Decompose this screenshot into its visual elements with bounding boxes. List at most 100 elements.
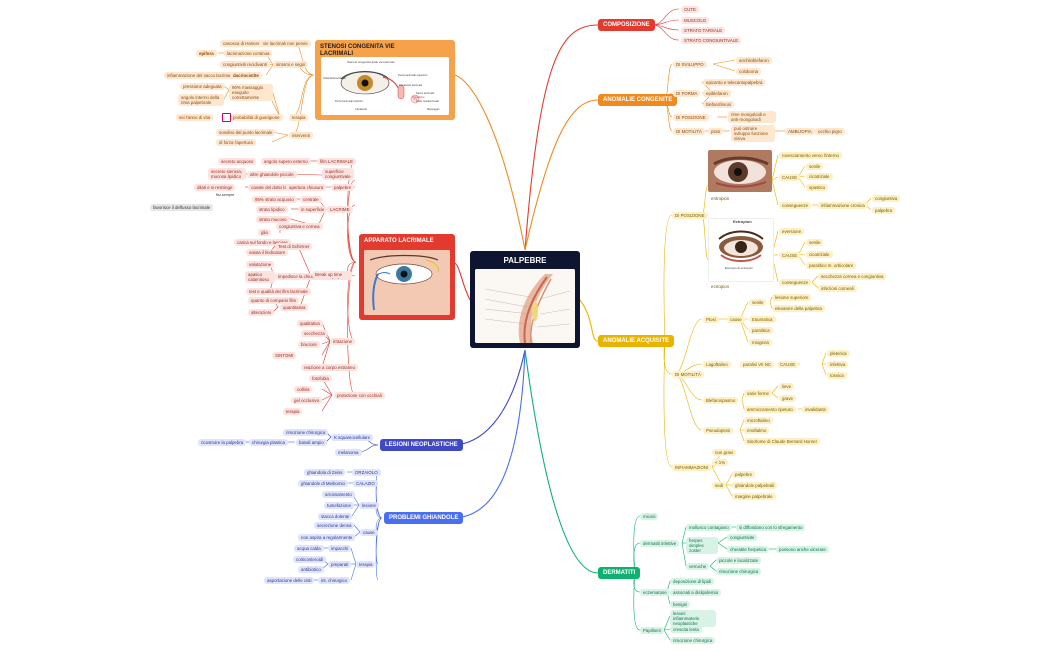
node[interactable]: arrossamento — [322, 491, 355, 499]
node[interactable]: DI POSIZIONE — [673, 114, 709, 122]
main-anomalie-congenite[interactable]: ANOMALIE CONGENITE — [598, 94, 678, 106]
node[interactable]: apertura chiusura — [286, 184, 327, 192]
node[interactable]: Ptosi — [703, 316, 719, 324]
node[interactable]: angolo interno della rima palpebrale — [178, 94, 224, 107]
node[interactable]: valutazione — [246, 261, 275, 269]
node[interactable]: int. chirurgico — [318, 577, 351, 585]
node[interactable]: < 1% — [712, 459, 729, 467]
node[interactable]: ptosi — [708, 128, 724, 136]
node[interactable]: interventi — [289, 132, 313, 140]
node[interactable]: senile — [806, 163, 824, 171]
node[interactable]: enoftalmo — [744, 427, 770, 435]
node[interactable]: tumefazione — [324, 502, 354, 510]
node[interactable]: asportazione delle cisti — [264, 577, 315, 585]
node[interactable]: elevatore della palpebra — [772, 305, 825, 313]
node[interactable]: INFIAMMAZIONI — [672, 464, 712, 472]
node[interactable]: secreto sierosa, mucosa lipidico — [208, 168, 246, 181]
node[interactable]: bruciore — [298, 341, 320, 349]
node[interactable]: pressione adeguata — [180, 83, 225, 91]
node[interactable]: terapia — [289, 114, 309, 122]
node[interactable]: secrezione densa — [314, 522, 355, 530]
apparato-card[interactable]: APPARATO LACRIMALE — [359, 234, 455, 320]
node[interactable]: rimozione chirurgica — [716, 568, 762, 576]
node[interactable]: AMBLIOPIA — [785, 128, 815, 136]
central-node[interactable]: PALPEBRE — [470, 251, 580, 348]
node[interactable]: di forza l'apertura — [216, 139, 256, 147]
node[interactable]: CUTE — [681, 6, 699, 14]
node[interactable]: DI MOTILITÀ — [673, 128, 705, 136]
node[interactable]: superficie congiuntivale — [322, 168, 354, 181]
node[interactable]: lesione superiore — [772, 294, 812, 302]
node[interactable]: anchiloblefaron — [736, 57, 772, 65]
node[interactable]: DI POSIZIONE — [672, 212, 708, 220]
node[interactable]: 90% massaggio eseguito correttamente — [229, 84, 273, 102]
node[interactable]: possono anche ulcerare — [776, 546, 829, 554]
node[interactable]: cicatriziale — [806, 173, 833, 181]
node[interactable]: antibiotico — [298, 566, 324, 574]
node[interactable]: congiuntiva e cornea — [276, 223, 323, 231]
node[interactable]: non aspira a regolarmente — [298, 534, 356, 542]
node[interactable]: glia — [258, 229, 271, 237]
node[interactable]: melanoma — [335, 449, 362, 457]
node[interactable]: DI FORMA — [673, 90, 701, 98]
node[interactable]: sondino dal punto lacrimale — [216, 129, 276, 137]
node[interactable]: palpebre — [331, 184, 355, 192]
node[interactable]: paralitica — [749, 327, 773, 335]
node[interactable]: dilati e si restringe — [194, 184, 236, 192]
node[interactable]: terapia — [356, 561, 376, 569]
node[interactable]: lacrimazione continua — [224, 50, 273, 58]
node[interactable]: rimozione chirurgica — [283, 429, 329, 437]
node[interactable]: valuta il lindicatore — [246, 249, 289, 257]
node[interactable]: reazione a corpo estraneo — [301, 364, 359, 372]
node[interactable]: tossica — [827, 372, 847, 380]
node[interactable]: conseguenze — [779, 202, 812, 210]
main-problemi-ghiandole[interactable]: PROBLEMI GHIANDOLE — [384, 512, 464, 524]
node[interactable]: ammiccamento ripetuto — [744, 406, 796, 414]
node[interactable]: congiuntiva — [872, 195, 901, 203]
node[interactable]: epicanto e telecantopalpebra — [703, 79, 766, 87]
node[interactable]: centrale — [300, 196, 322, 204]
node[interactable]: verruche — [686, 563, 710, 571]
node[interactable]: crescita lenta — [670, 626, 702, 634]
node[interactable]: quanto di comparsi film — [248, 297, 300, 305]
node[interactable]: preparati — [328, 561, 352, 569]
node[interactable]: associati a dislipidemia — [670, 589, 721, 597]
node[interactable]: secreto acquoso — [218, 158, 257, 166]
node[interactable]: secchezza cornea e congiuntiva — [818, 273, 887, 281]
node[interactable]: rovesciamento verso l'interno — [779, 152, 842, 160]
node[interactable]: 95% strato acquoso — [252, 196, 297, 204]
node[interactable]: epiblefaron — [703, 90, 731, 98]
node[interactable]: alterazioni — [248, 309, 275, 317]
node[interactable]: STRATO CONGIUNTIVALE — [681, 37, 742, 45]
node[interactable]: sei l'anno di vita — [176, 114, 214, 122]
node[interactable]: grave — [779, 395, 796, 403]
node[interactable]: cause — [360, 529, 378, 537]
node[interactable]: STRATO TARSALE — [681, 27, 726, 35]
main-anomalie-acquisite[interactable]: ANOMALIE ACQUISITE — [598, 335, 675, 347]
node[interactable]: canosca di Hasner — [220, 40, 263, 48]
node[interactable]: lesione — [359, 502, 379, 510]
node[interactable]: SINTOMI — [272, 352, 297, 360]
node[interactable]: infiammazione cronica — [818, 202, 868, 210]
node[interactable]: epifora — [196, 50, 217, 58]
node[interactable]: conseguenze — [779, 279, 812, 287]
stenosi-card[interactable]: STENOSI CONGENITA VIE LACRIMALI Stenosi … — [315, 40, 455, 120]
node[interactable]: lesioni infiammatorie neoplastiche — [670, 610, 716, 628]
node[interactable]: può ostruire sviluppo funzione visiva — [731, 125, 775, 143]
node[interactable]: CAUSE — [777, 361, 799, 369]
node[interactable]: CALAZIO — [353, 480, 378, 488]
node[interactable]: congiuntiviti recidivanti — [220, 61, 270, 69]
node[interactable]: miogena — [749, 339, 772, 347]
node[interactable]: non gravi — [712, 449, 737, 457]
node[interactable]: LACRIME — [327, 206, 353, 214]
node[interactable]: rime mongoloidi e anti-mongoloidi — [728, 111, 776, 124]
node[interactable]: impacchi — [328, 545, 352, 553]
node[interactable]: K squamocellulare — [331, 434, 374, 442]
node[interactable]: varie forme — [744, 390, 772, 398]
node[interactable]: invalidante — [802, 406, 829, 414]
node[interactable]: deposizione di lipidi — [670, 578, 715, 586]
node[interactable]: dacriocistite — [230, 72, 262, 80]
main-lesioni-neoplastiche[interactable]: LESIONI NEOPLASTICHE — [380, 439, 463, 451]
node[interactable]: ghiandole palpebrali — [732, 482, 778, 490]
node[interactable]: basali ampio — [296, 439, 327, 447]
